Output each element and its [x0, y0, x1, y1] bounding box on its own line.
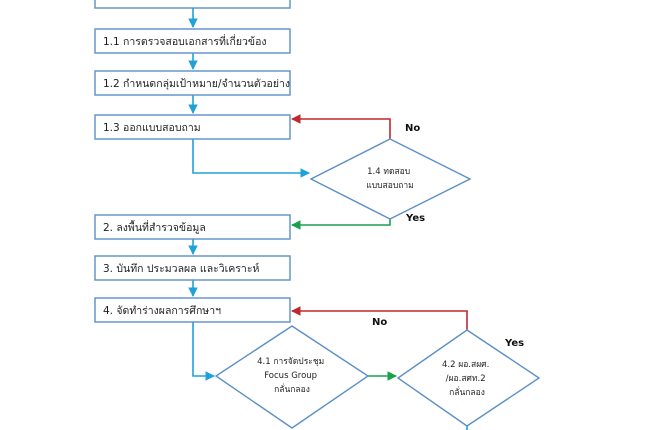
step-1-3-label: 1.3 ออกแบบสอบถาม [103, 122, 201, 134]
edge-label-no-2: No [372, 317, 387, 328]
step-2-label: 2. ลงพื้นที่สำรวจข้อมูล [103, 220, 206, 234]
step-2-box [94, 214, 291, 240]
decision-4-1-label: 4.1 การจัดประชุม Focus Group กลั่นกลอง [257, 357, 327, 395]
no-loop-1-4 [291, 114, 391, 148]
step-3-box [94, 255, 291, 281]
step-3-label: 3. บันทึก ประมวลผล และวิเคราะห์ [103, 262, 259, 275]
step-4-label: 4. จัดทำร่างผลการศึกษาฯ [103, 305, 221, 317]
decision-1-4-line-1: 1.4 ทดสอบ [367, 167, 410, 177]
decision-1-4-diamond [309, 138, 472, 220]
edge-label-no-1: No [405, 123, 420, 134]
decision-4-2-line-3: กลั่นกลอง [449, 386, 485, 398]
step-1-3-box [94, 114, 291, 140]
decision-4-2-label: 4.2 ผอ.สผศ. /ผอ.สศท.2 กลั่นกลอง [442, 360, 492, 398]
step-1-1-box [94, 28, 291, 54]
no-loop-4-2 [291, 306, 468, 330]
step-1-2-label: 1.2 กำหนดกลุ่มเป้าหมาย/จำนวนตัวอย่าง [103, 78, 290, 90]
step-1-2-box [94, 70, 291, 96]
decision-4-2-line-1: 4.2 ผอ.สผศ. [442, 360, 489, 370]
decision-1-4-label: 1.4 ทดสอบ แบบสอบถาม [366, 167, 413, 191]
decision-4-1-line-1: 4.1 การจัดประชุม [257, 357, 324, 367]
decision-4-1-line-3: กลั่นกลอง [274, 383, 310, 395]
edge-label-yes-1: Yes [405, 213, 425, 224]
decision-4-1-line-2: Focus Group [264, 371, 317, 381]
decision-4-1-diamond [214, 325, 370, 429]
connector-4-to-4-1 [192, 322, 215, 381]
decision-1-4-line-2: แบบสอบถาม [366, 181, 413, 191]
decision-4-2-line-2: /ผอ.สศท.2 [446, 374, 486, 384]
decision-4-2-diamond [396, 329, 541, 427]
step-top-box [94, 0, 291, 9]
connector-1-3-to-1-4 [192, 139, 310, 178]
step-1-1-label: 1.1 การตรวจสอบเอกสารที่เกี่ยวข้อง [103, 34, 267, 48]
step-4-box [94, 297, 291, 323]
edge-label-yes-2: Yes [504, 338, 524, 349]
